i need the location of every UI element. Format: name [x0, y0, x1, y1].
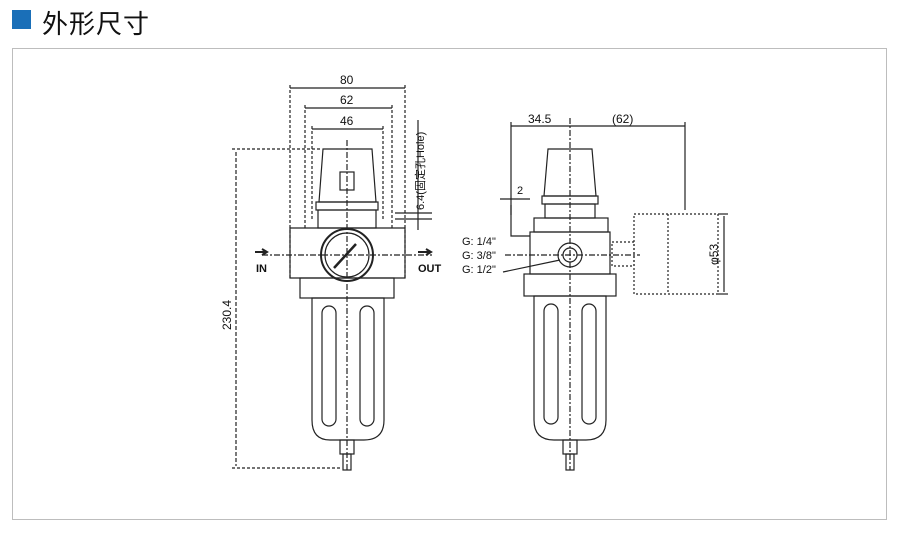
- port-3-8: G: 3/8": [462, 250, 496, 262]
- dim-hole: 6.4(固定孔Hole): [413, 132, 427, 210]
- inlet-label: IN: [256, 263, 267, 275]
- dim-230-4: 230.4: [220, 300, 234, 330]
- section-title: 外形尺寸: [42, 9, 151, 39]
- port-1-4: G: 1/4": [462, 236, 496, 248]
- side-view: 34.5 (62) 2 G: 1/4" G: 3/8" G: 1/2" φ53: [462, 112, 728, 471]
- dim-80: 80: [340, 73, 354, 87]
- dim-62: 62: [340, 93, 354, 107]
- dim-phi-53: φ53: [707, 244, 721, 265]
- section-marker-icon: [12, 10, 31, 29]
- dim-34-5: 34.5: [528, 112, 552, 126]
- drawing-frame: [12, 48, 887, 520]
- port-1-2: G: 1/2": [462, 264, 496, 276]
- dim-46: 46: [340, 114, 354, 128]
- outlet-label: OUT: [418, 263, 442, 275]
- dim-2: 2: [517, 185, 523, 197]
- front-view: 80 62 46 230.4 6.4(固定孔Hole) IN OUT: [220, 73, 442, 471]
- dim-62-bracket: (62): [612, 112, 633, 126]
